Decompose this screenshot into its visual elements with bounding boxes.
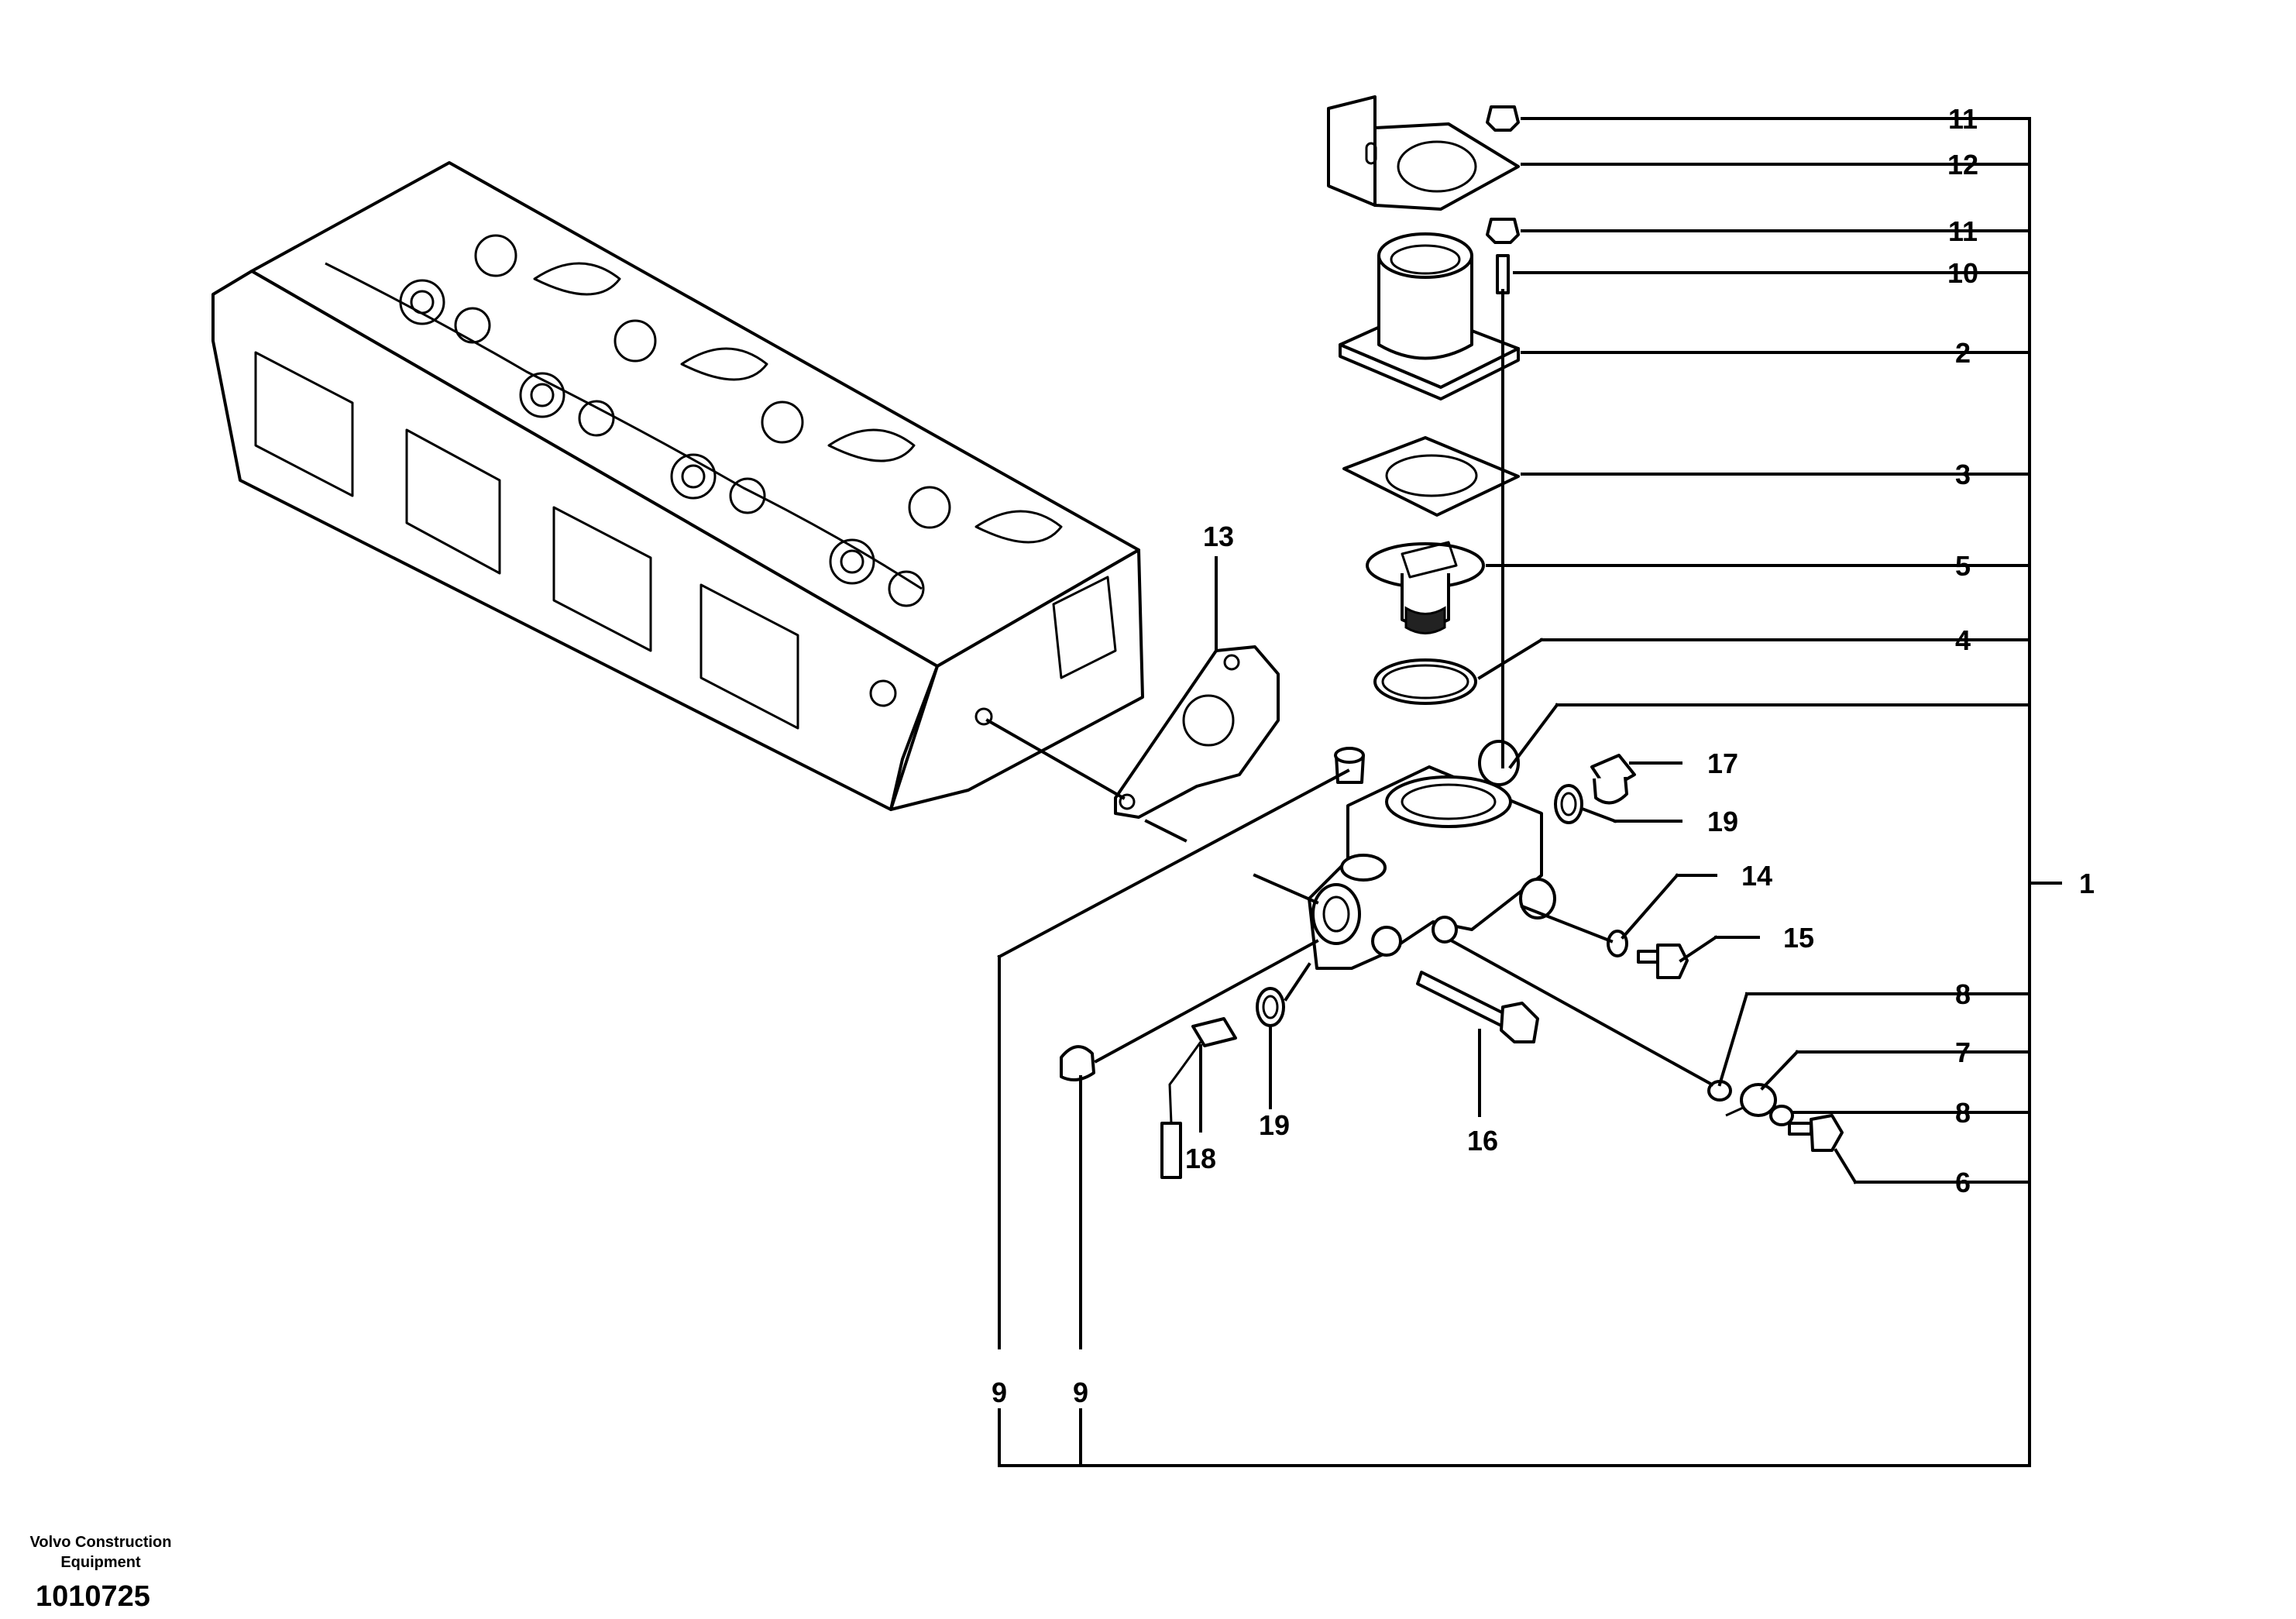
sensor-7: [1725, 1083, 1777, 1117]
callout-12: 12: [1947, 149, 1978, 180]
plug-17: [1590, 754, 1636, 805]
nut-11-lower: [1486, 218, 1520, 244]
callout-18: 18: [1185, 1143, 1216, 1174]
bolt-16: [1416, 971, 1539, 1043]
gasket-13: [1114, 645, 1280, 819]
callout-9-right: 9: [1073, 1377, 1088, 1408]
stud-10: [1496, 254, 1510, 294]
thermostat-5: [1366, 541, 1485, 634]
callout-8-upper: 8: [1955, 978, 1971, 1010]
gasket-3: [1342, 436, 1520, 517]
callout-11-upper: 11: [1948, 103, 1978, 135]
callout-14: 14: [1741, 860, 1772, 892]
thermostat-housing: [1308, 740, 1556, 970]
callout-8-lower: 8: [1955, 1097, 1971, 1129]
callout-13: 13: [1203, 521, 1234, 552]
washer-19-lower: [1256, 987, 1285, 1027]
callout-19-bottom: 19: [1259, 1109, 1290, 1141]
callout-7: 7: [1955, 1036, 1971, 1068]
callout-17: 17: [1707, 748, 1738, 779]
sensor-18: [1160, 1017, 1237, 1179]
callout-5: 5: [1955, 550, 1971, 582]
bolt-15: [1637, 944, 1689, 979]
bolt-6: [1788, 1114, 1844, 1152]
nut-11-upper: [1486, 105, 1520, 132]
plug-9-upper: [1334, 747, 1365, 784]
callout-10: 10: [1947, 257, 1978, 289]
callout-6: 6: [1955, 1167, 1971, 1198]
callout-labels: 11 12 11 10 2 3 5 4 17 19 14 15 8 7 8 6 …: [992, 103, 2095, 1408]
leader-lines: [985, 117, 2062, 1467]
plug-9-lower: [1060, 1045, 1095, 1081]
callout-19-right: 19: [1707, 806, 1738, 837]
cylinder-head: [211, 161, 1144, 811]
seal-ring-4: [1373, 658, 1477, 705]
callout-11-lower: 11: [1948, 215, 1978, 247]
callout-2: 2: [1955, 337, 1971, 369]
thermostat-cover-2: [1339, 232, 1520, 400]
callout-1: 1: [2079, 868, 2095, 899]
publisher-name: Volvo Construction Equipment: [29, 1534, 172, 1571]
washer-19-upper: [1554, 784, 1583, 824]
washer-8-lower: [1769, 1105, 1794, 1126]
callout-9-left: 9: [992, 1377, 1007, 1408]
valve-seats: [325, 234, 1063, 607]
callout-16: 16: [1467, 1125, 1498, 1157]
callout-4: 4: [1955, 624, 1971, 656]
callout-3: 3: [1955, 459, 1971, 490]
bracket-12: [1327, 95, 1520, 211]
callout-15: 15: [1783, 922, 1814, 954]
document-number: 1010725: [36, 1580, 150, 1613]
